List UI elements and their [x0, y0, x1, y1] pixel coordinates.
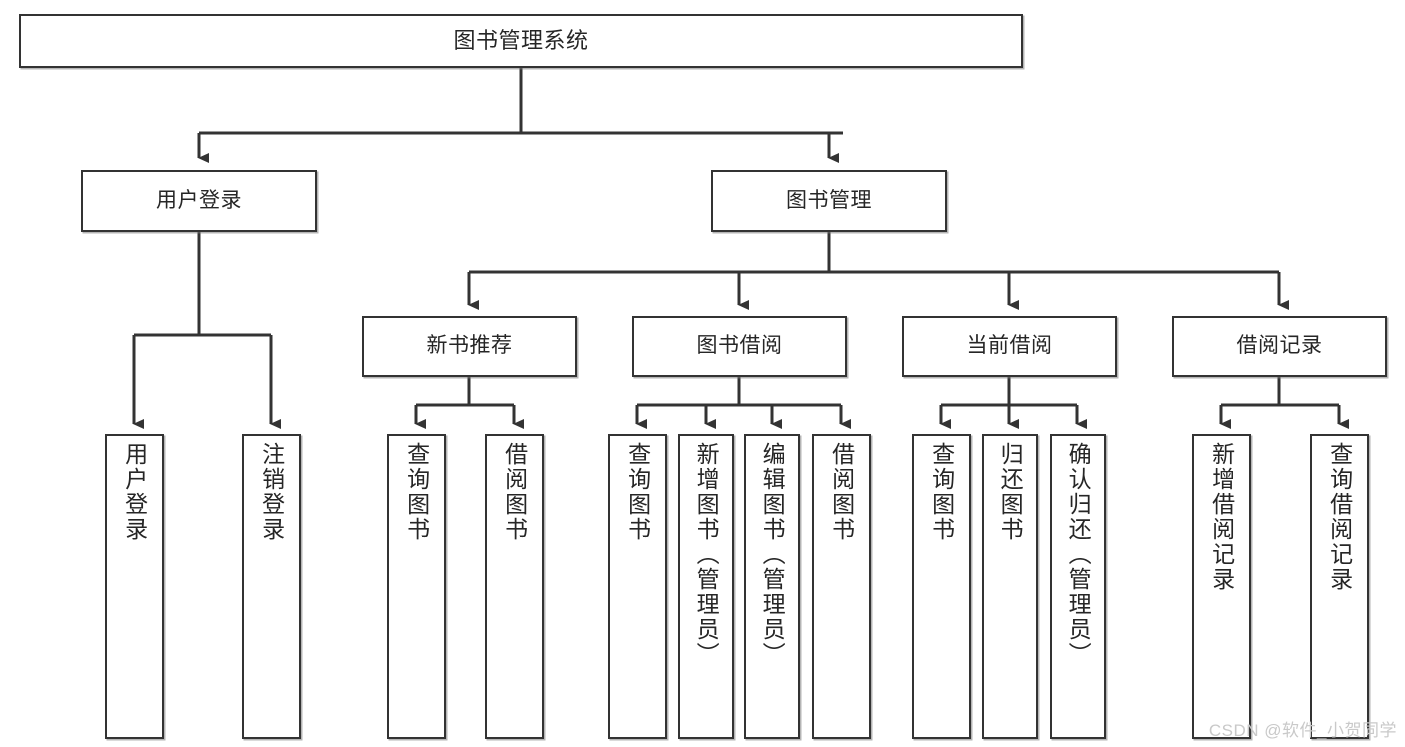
node-book-borrow[interactable]: 图书借阅: [632, 316, 847, 377]
leaf-current-borrow-confirm-return-admin[interactable]: 确认归还（管理员）: [1050, 434, 1106, 739]
node-label: 注销登录: [258, 442, 285, 542]
leaf-book-borrow-add-book-admin[interactable]: 新增图书（管理员）: [678, 434, 734, 739]
node-label: 编辑图书（管理员）: [759, 442, 786, 667]
leaf-current-borrow-return-book[interactable]: 归还图书: [982, 434, 1038, 739]
leaf-current-borrow-query-book[interactable]: 查询图书: [912, 434, 971, 739]
node-label: 新增借阅记录: [1208, 442, 1235, 592]
node-label: 当前借阅: [966, 334, 1053, 358]
node-label: 新增图书（管理员）: [693, 442, 720, 667]
node-borrow-record[interactable]: 借阅记录: [1172, 316, 1387, 377]
node-label: 图书管理: [786, 188, 872, 212]
leaf-borrow-record-add-record[interactable]: 新增借阅记录: [1192, 434, 1251, 739]
node-label: 用户登录: [121, 442, 148, 542]
node-label: 查询图书: [403, 442, 430, 542]
leaf-book-borrow-borrow-book[interactable]: 借阅图书: [812, 434, 871, 739]
leaf-book-borrow-edit-book-admin[interactable]: 编辑图书（管理员）: [744, 434, 800, 739]
leaf-new-book-borrow-book[interactable]: 借阅图书: [485, 434, 544, 739]
node-root-book-management-system[interactable]: 图书管理系统: [19, 14, 1023, 68]
node-label: 借阅记录: [1236, 334, 1323, 358]
node-label: 查询图书: [928, 442, 955, 542]
node-label: 借阅图书: [828, 442, 855, 542]
node-book-management[interactable]: 图书管理: [711, 170, 947, 232]
leaf-user-login-logout[interactable]: 注销登录: [242, 434, 301, 739]
node-current-borrow[interactable]: 当前借阅: [902, 316, 1117, 377]
node-label: 查询借阅记录: [1326, 442, 1353, 592]
node-user-login[interactable]: 用户登录: [81, 170, 317, 232]
node-label: 归还图书: [997, 442, 1024, 542]
csdn-watermark: CSDN @软件_小贺同学: [1208, 721, 1397, 740]
leaf-book-borrow-query-book[interactable]: 查询图书: [608, 434, 667, 739]
node-label: 查询图书: [624, 442, 651, 542]
node-new-book-recommend[interactable]: 新书推荐: [362, 316, 577, 377]
node-label: 确认归还（管理员）: [1065, 442, 1092, 667]
leaf-borrow-record-query-record[interactable]: 查询借阅记录: [1310, 434, 1369, 739]
node-label: 借阅图书: [501, 442, 528, 542]
node-label: 新书推荐: [426, 334, 513, 358]
leaf-user-login-login[interactable]: 用户登录: [105, 434, 164, 739]
leaf-new-book-query-book[interactable]: 查询图书: [387, 434, 446, 739]
node-label: 图书借阅: [696, 334, 783, 358]
node-label: 图书管理系统: [453, 28, 589, 54]
node-label: 用户登录: [156, 188, 242, 212]
